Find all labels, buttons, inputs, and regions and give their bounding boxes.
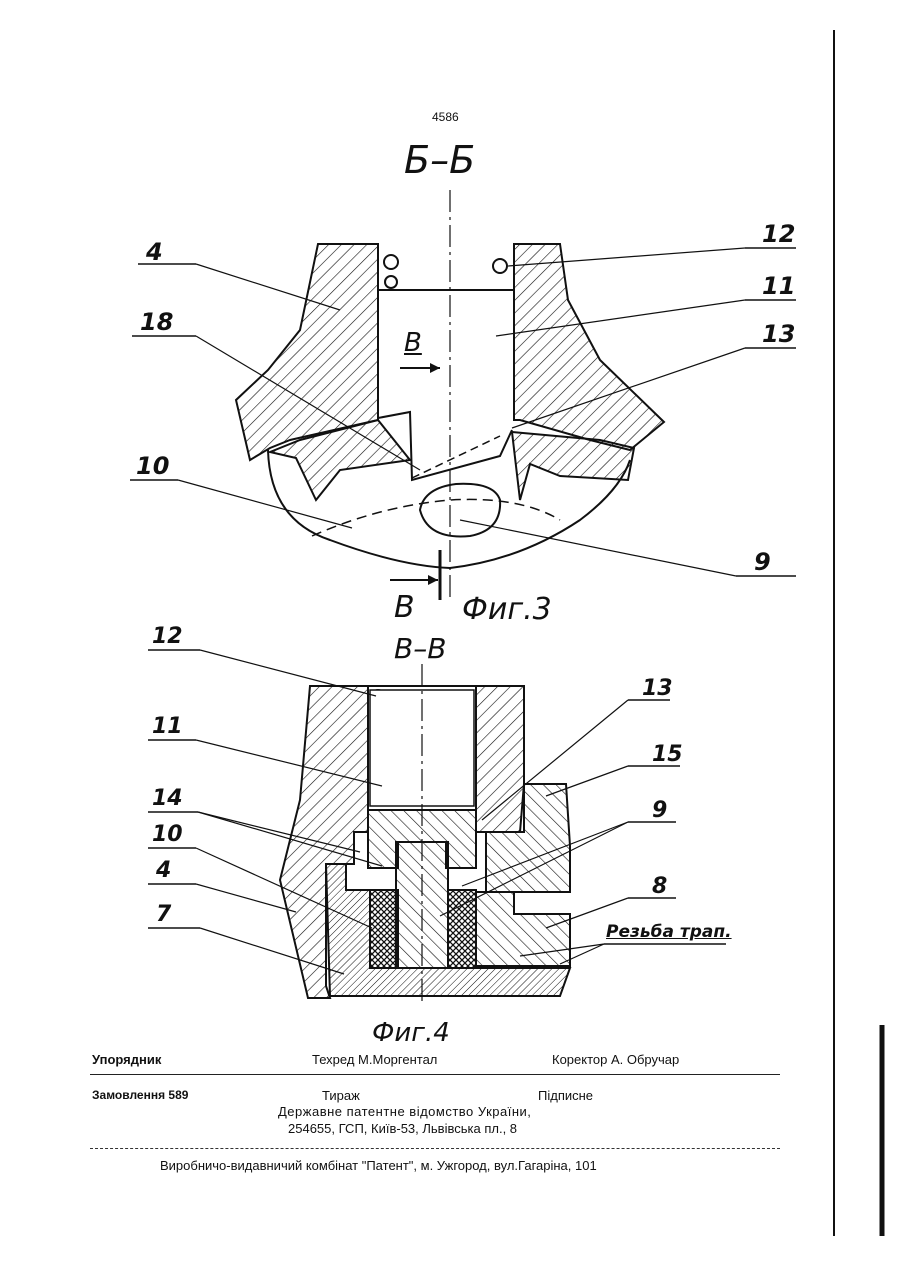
imprint-circulation: Тираж — [322, 1088, 360, 1103]
fig4-label-7: 7 — [156, 902, 171, 927]
imprint-subscription: Підписне — [538, 1088, 593, 1103]
imprint-office-line1: Державне патентне відомство України, — [278, 1104, 531, 1119]
imprint-plant: Виробничо-видавничий комбінат "Патент", … — [160, 1158, 597, 1173]
fig3-label-18: 18 — [140, 308, 173, 336]
fig3-view-marker-bottom: В — [394, 590, 415, 625]
fig3-part-9 — [420, 484, 500, 537]
fig4-label-9: 9 — [652, 798, 667, 823]
imprint-rule-1 — [90, 1074, 780, 1075]
fig4-label-12: 12 — [152, 624, 183, 649]
imprint-proofreader: Коректор А. Обручар — [552, 1052, 679, 1067]
fig3-view-marker-top: В — [404, 328, 422, 358]
page-number: 4586 — [432, 110, 459, 124]
fig4-caption: Фиг.4 — [372, 1018, 450, 1048]
imprint-rule-2 — [90, 1148, 780, 1149]
fig3-label-12: 12 — [762, 220, 795, 248]
fig4-body-8 — [476, 892, 570, 966]
fig4-label-4: 4 — [156, 858, 171, 883]
fig3-caption: Фиг.3 — [462, 592, 552, 627]
imprint-compiler: Упорядник — [92, 1052, 161, 1067]
fig3-drawing — [130, 190, 796, 600]
fig3-label-11: 11 — [762, 272, 795, 300]
imprint-office-line2: 254655, ГСП, Київ-53, Львівська пл., 8 — [288, 1121, 517, 1136]
fig4-thread-label: Резьба трап. — [606, 922, 732, 942]
fig4-label-11: 11 — [152, 714, 183, 739]
fig4-housing-right — [476, 686, 524, 832]
fig3-label-9: 9 — [754, 548, 771, 576]
imprint-techeditor: Техред М.Моргентал — [312, 1052, 437, 1067]
fig4-label-8: 8 — [652, 874, 667, 899]
fig4-label-15: 15 — [652, 742, 683, 767]
fig3-label-10: 10 — [136, 452, 169, 480]
fig3-label-4: 4 — [146, 238, 163, 266]
imprint-order: Замовлення 589 — [92, 1088, 188, 1102]
fig4-label-14: 14 — [152, 786, 183, 811]
fig4-label-10: 10 — [152, 822, 183, 847]
fig3-label-13: 13 — [762, 320, 795, 348]
fig4-label-13: 13 — [642, 676, 673, 701]
fig4-drawing — [148, 650, 726, 1004]
fig4-section-title: В–В — [394, 632, 446, 665]
fig3-section-title: Б–Б — [404, 138, 475, 182]
